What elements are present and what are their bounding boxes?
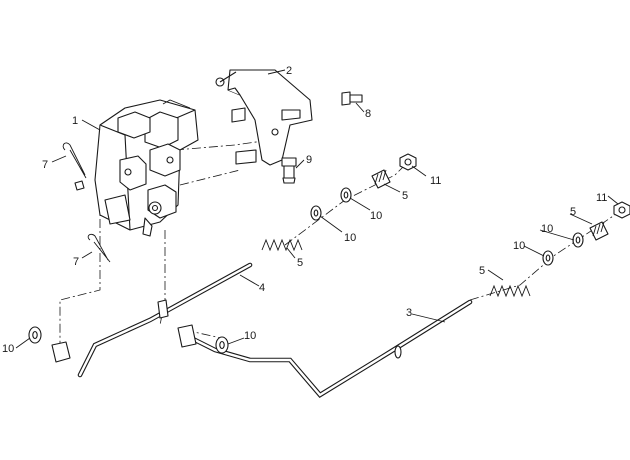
actuator-housing [94, 99, 199, 237]
washer-6 [28, 326, 42, 344]
washer-2 [310, 205, 322, 221]
bolt-8 [341, 91, 363, 106]
callout-7-upper: 7 [42, 159, 48, 171]
callout-8: 8 [365, 108, 371, 120]
callout-7-lower: 7 [73, 256, 79, 268]
bolt-9 [281, 157, 297, 184]
callout-9: 9 [306, 154, 312, 166]
callout-10-a: 10 [370, 210, 382, 222]
callout-2: 2 [286, 65, 292, 77]
callout-5-upper: 5 [402, 190, 408, 202]
nut-right [613, 201, 630, 219]
washer-5 [215, 336, 229, 354]
spring-upper [371, 169, 391, 189]
washer-1 [340, 187, 352, 203]
spring-right [589, 221, 609, 241]
hairpin-clip-upper [62, 142, 87, 191]
callout-5-right: 5 [570, 206, 576, 218]
callout-10-c: 10 [541, 223, 553, 235]
callout-5-rod4: 5 [297, 257, 303, 269]
callout-4: 4 [259, 282, 265, 294]
callout-5-rod3: 5 [479, 265, 485, 277]
callout-10-f: 10 [2, 343, 14, 355]
spring-rod4 [261, 238, 303, 252]
rod-4 [51, 262, 253, 378]
callout-10-b: 10 [344, 232, 356, 244]
washer-4 [542, 250, 554, 266]
spring-rod3 [489, 284, 531, 298]
callout-11-right: 11 [596, 192, 607, 204]
callout-1: 1 [72, 115, 78, 127]
callout-10-d: 10 [513, 240, 525, 252]
hairpin-clip-lower [87, 233, 111, 263]
mounting-bracket [215, 69, 313, 166]
callout-3: 3 [406, 307, 412, 319]
callout-labels: 1 2 3 4 5 5 5 5 7 7 8 9 10 10 10 10 10 1… [2, 65, 607, 355]
callout-11-upper: 11 [430, 175, 441, 187]
leader-lines [15, 69, 619, 349]
rod-3 [177, 299, 473, 398]
washer-3 [572, 232, 584, 248]
callout-10-e: 10 [244, 330, 256, 342]
